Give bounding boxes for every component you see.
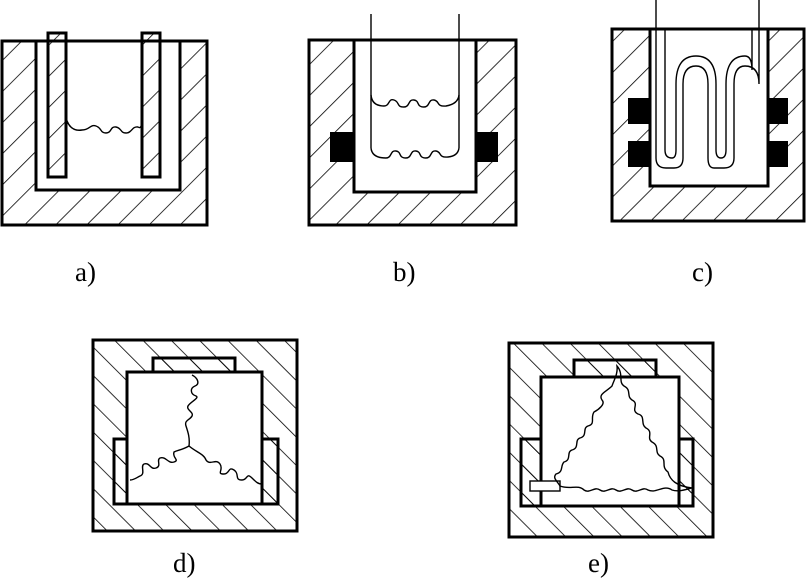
panel-b-coil-lower <box>370 147 460 159</box>
panel-a-label: a) <box>75 257 96 287</box>
panel-a-electrode-right <box>140 31 162 179</box>
panel-c-label: c) <box>692 257 713 287</box>
panel-c-block-left-lower <box>628 141 650 167</box>
panel-a-heating-coil <box>65 117 143 134</box>
panel-c: c) <box>610 0 806 287</box>
panel-b: b) <box>307 14 518 287</box>
panel-c-serpentine-heater <box>655 29 760 169</box>
panel-d-chamber <box>125 370 264 506</box>
panel-b-label: b) <box>393 257 416 287</box>
panel-e-delta-coil <box>553 363 693 492</box>
panel-e-chamber <box>539 375 681 508</box>
panel-a: a) <box>0 31 209 287</box>
panel-b-coil-upper <box>370 94 460 108</box>
panel-d-coil-vertical <box>184 374 199 447</box>
panel-b-block-right <box>476 132 498 162</box>
panel-d-top-plate <box>151 356 237 374</box>
panel-e-top-plate <box>572 358 658 379</box>
panel-b-block-left <box>330 132 354 162</box>
panel-c-cavity <box>648 27 770 188</box>
panel-d-coil-right <box>188 445 263 485</box>
panel-d: d) <box>91 338 299 578</box>
panel-e-label: e) <box>588 548 609 578</box>
panel-d-coil-left <box>129 445 190 481</box>
panel-c-block-left-upper <box>628 98 650 124</box>
panel-e-terminal <box>529 480 561 492</box>
panel-d-label: d) <box>173 548 196 578</box>
panel-c-serpentine-heater-inner <box>664 29 753 159</box>
panel-b-cavity <box>352 38 478 194</box>
panel-e: e) <box>507 341 715 578</box>
panel-c-block-right-upper <box>768 98 788 124</box>
panel-a-electrode-left <box>46 31 68 179</box>
panel-c-block-right-lower <box>768 141 788 167</box>
